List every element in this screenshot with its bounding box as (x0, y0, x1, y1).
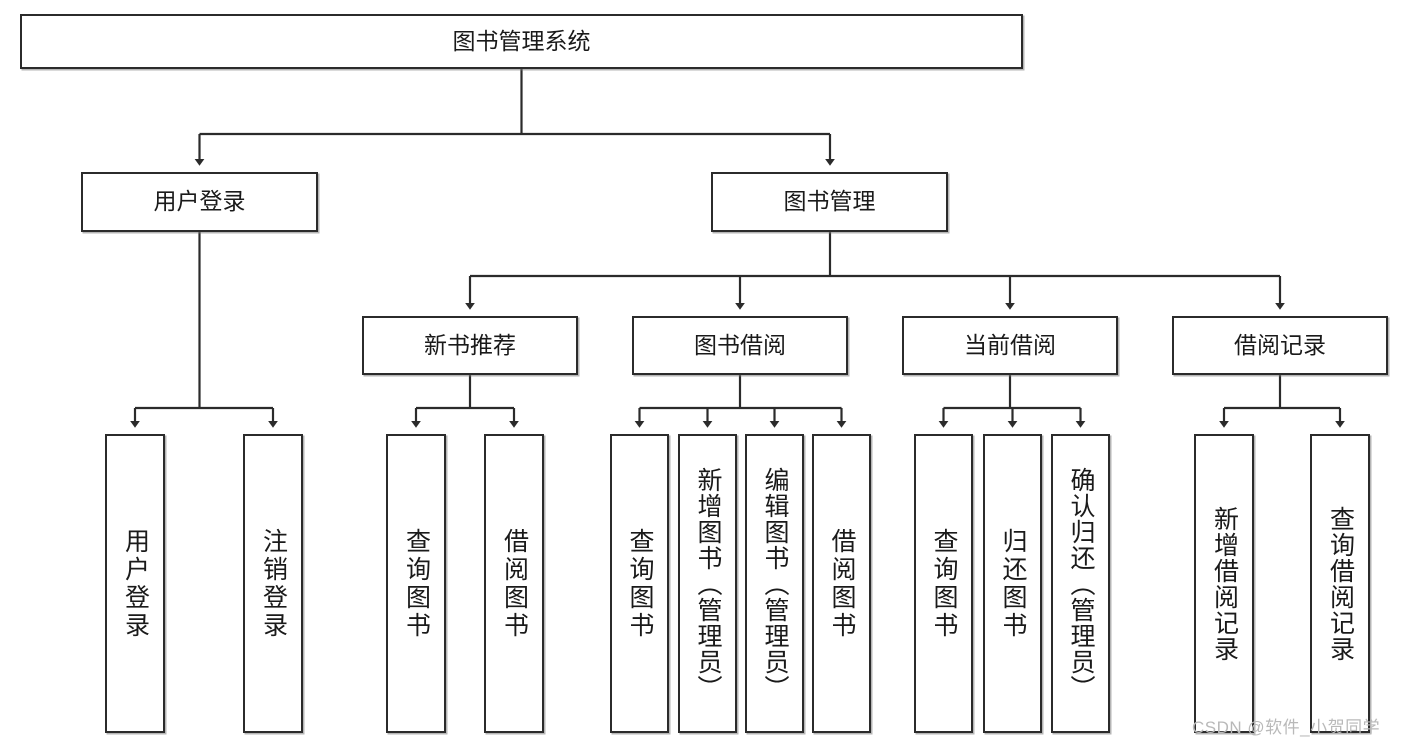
node-user-login-label: 用户登录 (153, 188, 246, 215)
node-book-management[interactable]: 图书管理 (711, 172, 948, 232)
node-root[interactable]: 图书管理系统 (20, 14, 1023, 69)
node-leaf-query-book-2[interactable]: 查询图书 (610, 434, 669, 733)
node-borrow-record[interactable]: 借阅记录 (1172, 316, 1388, 375)
node-leaf-query-record-label: 查询借阅记录 (1326, 505, 1355, 662)
node-current-borrow-label: 当前借阅 (964, 331, 1056, 358)
node-leaf-query-record[interactable]: 查询借阅记录 (1310, 434, 1370, 733)
node-current-borrow[interactable]: 当前借阅 (902, 316, 1118, 375)
node-leaf-return-book[interactable]: 归还图书 (983, 434, 1042, 733)
node-leaf-query-book-3-label: 查询图书 (930, 527, 958, 640)
node-leaf-user-login-label: 用户登录 (121, 527, 150, 640)
csdn-watermark: CSDN @软件_小贺同学 (1192, 718, 1381, 737)
node-leaf-query-book-1-label: 查询图书 (402, 527, 431, 640)
node-leaf-add-record-label: 新增借阅记录 (1210, 505, 1239, 662)
node-leaf-return-book-label: 归还图书 (999, 527, 1027, 640)
node-leaf-logout[interactable]: 注销登录 (243, 434, 303, 733)
node-leaf-edit-book-label: 编辑图书（管理员） (761, 466, 789, 701)
node-book-management-label: 图书管理 (783, 188, 876, 215)
node-leaf-query-book-2-label: 查询图书 (626, 527, 654, 640)
node-leaf-add-record[interactable]: 新增借阅记录 (1194, 434, 1254, 733)
node-leaf-borrow-book-2[interactable]: 借阅图书 (812, 434, 871, 733)
node-root-label: 图书管理系统 (452, 27, 591, 54)
node-leaf-add-book-label: 新增图书（管理员） (694, 466, 722, 701)
node-new-book-recommend[interactable]: 新书推荐 (362, 316, 578, 375)
node-leaf-borrow-book-1-label: 借阅图书 (500, 527, 529, 640)
node-leaf-add-book[interactable]: 新增图书（管理员） (678, 434, 737, 733)
node-new-book-recommend-label: 新书推荐 (424, 331, 516, 358)
node-book-borrow[interactable]: 图书借阅 (632, 316, 848, 375)
node-leaf-confirm-return-label: 确认归还（管理员） (1067, 466, 1095, 701)
node-book-borrow-label: 图书借阅 (694, 331, 786, 358)
node-leaf-logout-label: 注销登录 (259, 527, 288, 640)
node-leaf-user-login[interactable]: 用户登录 (105, 434, 165, 733)
node-leaf-borrow-book-2-label: 借阅图书 (828, 527, 856, 640)
node-leaf-query-book-1[interactable]: 查询图书 (386, 434, 446, 733)
node-borrow-record-label: 借阅记录 (1234, 331, 1326, 358)
node-leaf-borrow-book-1[interactable]: 借阅图书 (484, 434, 544, 733)
node-leaf-edit-book[interactable]: 编辑图书（管理员） (745, 434, 804, 733)
node-leaf-confirm-return[interactable]: 确认归还（管理员） (1051, 434, 1110, 733)
node-user-login[interactable]: 用户登录 (81, 172, 318, 232)
node-leaf-query-book-3[interactable]: 查询图书 (914, 434, 973, 733)
